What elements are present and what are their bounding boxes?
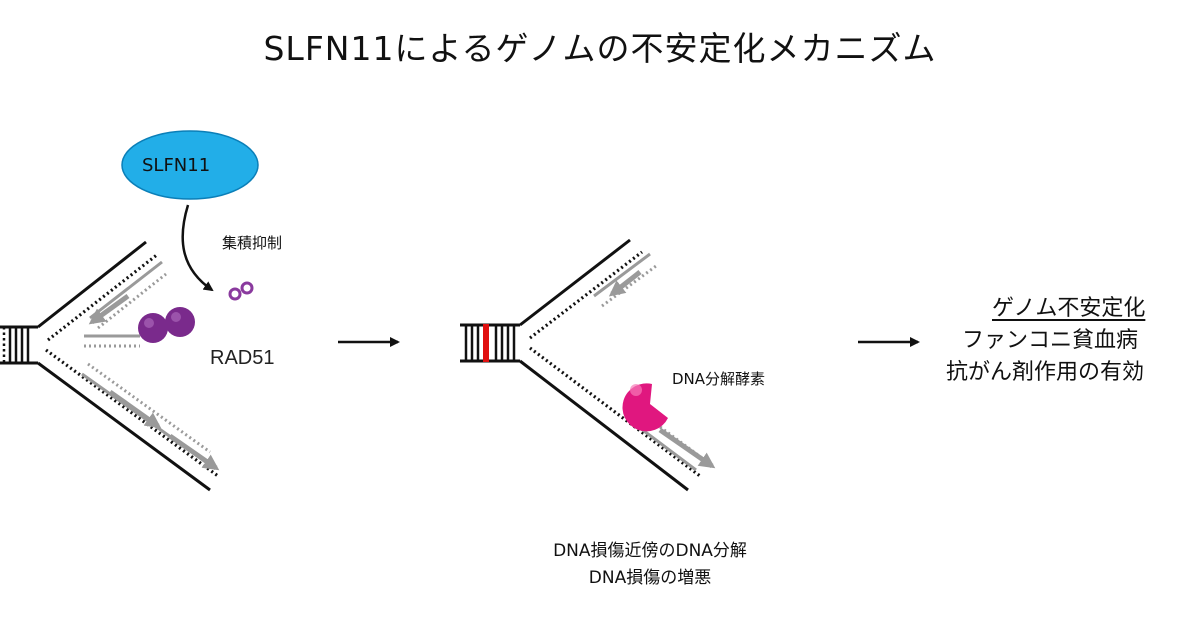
rad51-label: RAD51 (210, 347, 275, 369)
fork-2 (460, 238, 716, 492)
lower-arm-2 (519, 346, 716, 492)
inhibition-label: 集積抑制 (222, 234, 283, 252)
caption-degradation: DNA損傷近傍のDNA分解 (553, 541, 747, 561)
nuclease-label: DNA分解酵素 (672, 370, 766, 388)
parental-duplex-1 (0, 325, 38, 365)
slfn11-label: SLFN11 (142, 155, 211, 176)
outcome-drug-efficacy: 抗がん剤作用の有効 (946, 360, 1145, 385)
lower-arm-1 (37, 348, 220, 492)
caption-damage: DNA損傷の増悪 (588, 568, 712, 588)
diagram-title: SLFN11によるゲノムの不安定化メカニズム (263, 29, 937, 68)
parental-duplex-2 (460, 323, 520, 363)
rad51-free (228, 281, 254, 301)
nascent-stub-1 (84, 334, 140, 348)
dna-nuclease (622, 383, 668, 432)
outcome-fanconi: ファンコニ貧血病 (962, 328, 1139, 353)
outcome-genome-instability: ゲノム不安定化 (992, 296, 1146, 321)
fork-1 (0, 240, 220, 492)
upper-arm-2 (519, 238, 657, 340)
slfn11-protein (121, 130, 259, 200)
inhibition-arrow (181, 204, 214, 292)
upper-arm-1 (37, 240, 167, 342)
dna-lesion (483, 324, 489, 362)
rad51-bound (138, 307, 195, 343)
